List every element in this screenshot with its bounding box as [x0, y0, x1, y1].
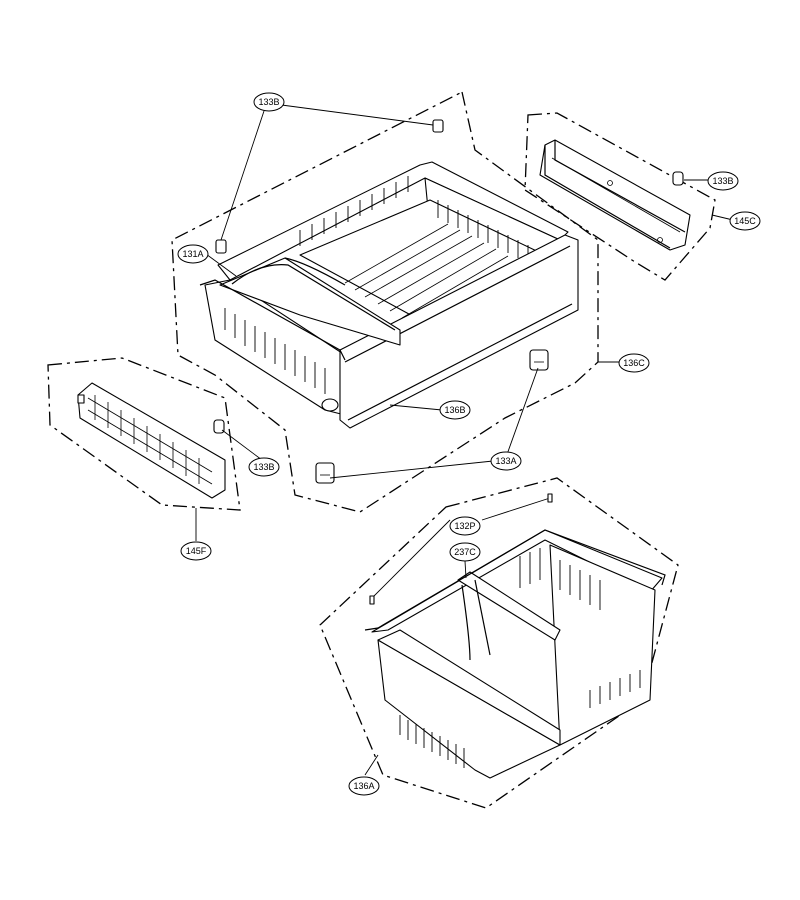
svg-text:136B: 136B	[444, 405, 465, 415]
svg-text:237C: 237C	[454, 547, 476, 557]
stopper-133b-top	[432, 119, 444, 133]
leader-136b	[389, 404, 443, 411]
leader-145c	[711, 214, 734, 221]
svg-text:136C: 136C	[623, 358, 645, 368]
callout-136c: 136C	[618, 353, 650, 373]
callout-136a: 136A	[348, 776, 380, 796]
callout-133b-top: 133B	[253, 92, 285, 112]
callout-132p: 132P	[449, 516, 481, 536]
svg-text:136A: 136A	[353, 781, 374, 791]
leader-237c	[464, 560, 467, 579]
leader-133b-top-a	[273, 103, 434, 126]
callout-133b-right: 133B	[707, 171, 739, 191]
rail-145f-boundary	[47, 357, 241, 511]
svg-text:133B: 133B	[712, 176, 733, 186]
svg-text:131A: 131A	[182, 249, 203, 259]
leader-133a-a	[504, 367, 539, 461]
callout-145f: 145F	[180, 541, 212, 561]
svg-text:145C: 145C	[734, 216, 756, 226]
leader-133b-top-b	[220, 110, 265, 241]
callout-133a: 133A	[490, 451, 522, 471]
basket-136a	[364, 529, 666, 779]
basket-assembly-boundary	[319, 477, 679, 809]
rail-145c-boundary	[524, 112, 716, 281]
svg-text:145F: 145F	[186, 546, 207, 556]
stopper-133b-rail-right	[672, 171, 684, 186]
stopper-133a-right	[529, 349, 549, 371]
drawer-136b	[199, 161, 579, 429]
stopper-133b-rail-left	[213, 419, 225, 434]
callout-145c: 145C	[729, 211, 761, 231]
callout-133b-left: 133B	[248, 457, 280, 477]
rail-145c	[539, 139, 691, 251]
svg-text:133A: 133A	[495, 456, 516, 466]
leader-131a	[205, 253, 237, 277]
leader-133b-left	[221, 429, 263, 461]
callout-131a: 131A	[177, 244, 209, 264]
hanger-132p	[369, 493, 553, 605]
stopper-133a-left	[315, 462, 335, 484]
rail-145f	[77, 382, 226, 499]
leader-133a-b	[329, 460, 494, 479]
svg-text:133B: 133B	[253, 462, 274, 472]
stopper-133b-left-drawer	[215, 239, 227, 254]
svg-text:132P: 132P	[454, 521, 475, 531]
callout-136b: 136B	[439, 400, 471, 420]
svg-text:133B: 133B	[258, 97, 279, 107]
leader-136a	[364, 754, 379, 776]
callout-237c: 237C	[449, 542, 481, 562]
